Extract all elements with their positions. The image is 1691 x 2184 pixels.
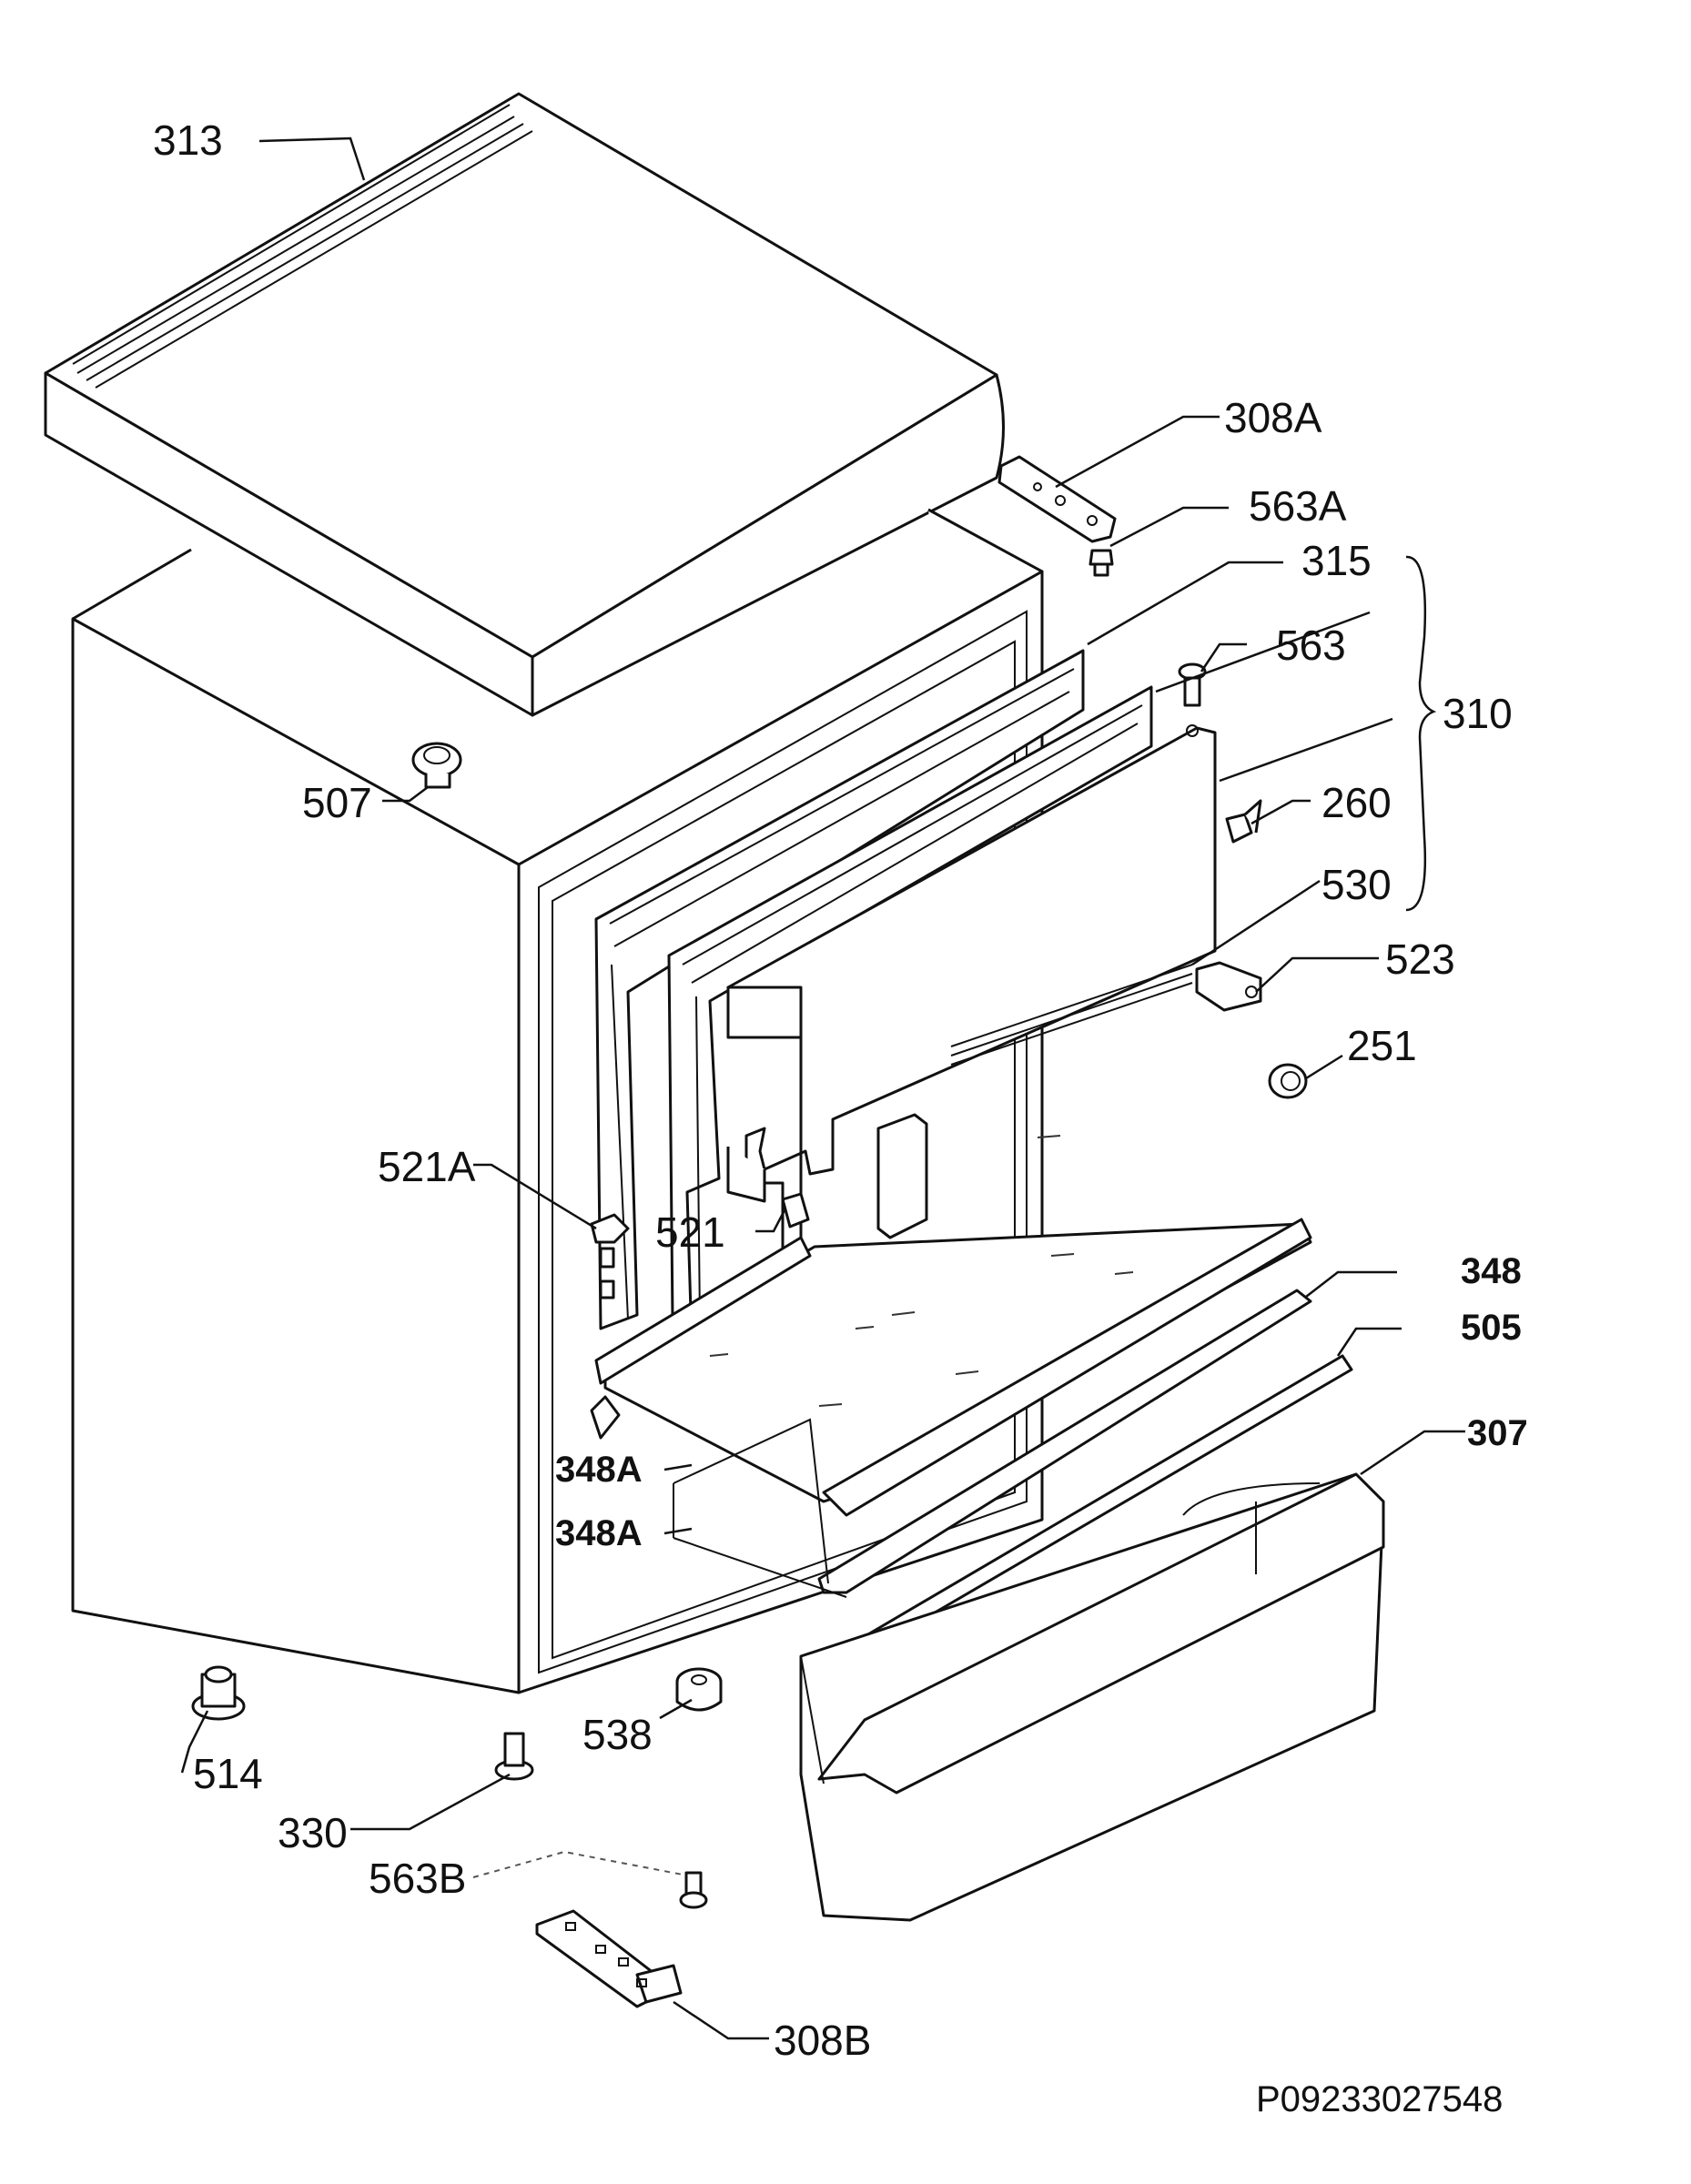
shelf-frame-348[interactable] <box>817 1289 1312 1594</box>
label-307: 307 <box>1467 1413 1528 1453</box>
label-521: 521 <box>655 1208 725 1256</box>
label-330: 330 <box>278 1809 348 1856</box>
label-514: 514 <box>193 1750 263 1797</box>
label-523: 523 <box>1385 935 1455 983</box>
latch-521A[interactable] <box>590 1213 630 1299</box>
hinge-308B[interactable] <box>535 1909 683 2008</box>
drawer-307[interactable] <box>799 1472 1385 1922</box>
label-563B: 563B <box>369 1855 466 1902</box>
label-348A-lower: 348A <box>555 1513 643 1553</box>
document-id: P09233027548 <box>1256 2079 1503 2119</box>
part-labels: 313 308A 563A 315 563 310 260 530 523 25… <box>153 116 1528 2064</box>
screw-563A[interactable] <box>1089 549 1114 577</box>
label-315: 315 <box>1301 537 1372 584</box>
label-521A: 521A <box>378 1143 476 1190</box>
bracket-vertical[interactable] <box>876 1113 928 1239</box>
label-563A: 563A <box>1249 482 1347 530</box>
label-538: 538 <box>582 1711 653 1758</box>
bar-530[interactable] <box>950 964 1193 1066</box>
label-260: 260 <box>1321 779 1392 826</box>
knob-251[interactable] <box>1268 1063 1308 1099</box>
screw-563B[interactable] <box>679 1871 708 1909</box>
label-251: 251 <box>1347 1022 1417 1069</box>
door-seal-315[interactable] <box>594 649 1085 1330</box>
label-310: 310 <box>1443 690 1513 737</box>
spacer-538[interactable] <box>675 1667 723 1712</box>
label-530: 530 <box>1321 861 1392 908</box>
label-308A: 308A <box>1224 394 1322 441</box>
label-348A-upper: 348A <box>555 1450 643 1490</box>
label-308B: 308B <box>774 2017 871 2064</box>
hinge-308A[interactable] <box>997 455 1117 543</box>
plug-507[interactable] <box>411 742 462 789</box>
foot-514[interactable] <box>191 1665 246 1721</box>
hinge-pin-523[interactable] <box>1195 961 1262 1012</box>
leader-lines <box>180 136 1465 2040</box>
label-313: 313 <box>153 116 223 164</box>
label-348: 348 <box>1461 1251 1522 1291</box>
label-505: 505 <box>1461 1308 1522 1348</box>
clip-260[interactable] <box>1225 799 1262 844</box>
label-507: 507 <box>302 779 372 826</box>
label-563: 563 <box>1276 622 1346 669</box>
glass-shelf-lower[interactable] <box>590 1395 847 1598</box>
stop-521[interactable] <box>781 1192 810 1228</box>
top-cover[interactable] <box>44 92 1005 717</box>
screw-foot-330[interactable] <box>494 1732 534 1781</box>
